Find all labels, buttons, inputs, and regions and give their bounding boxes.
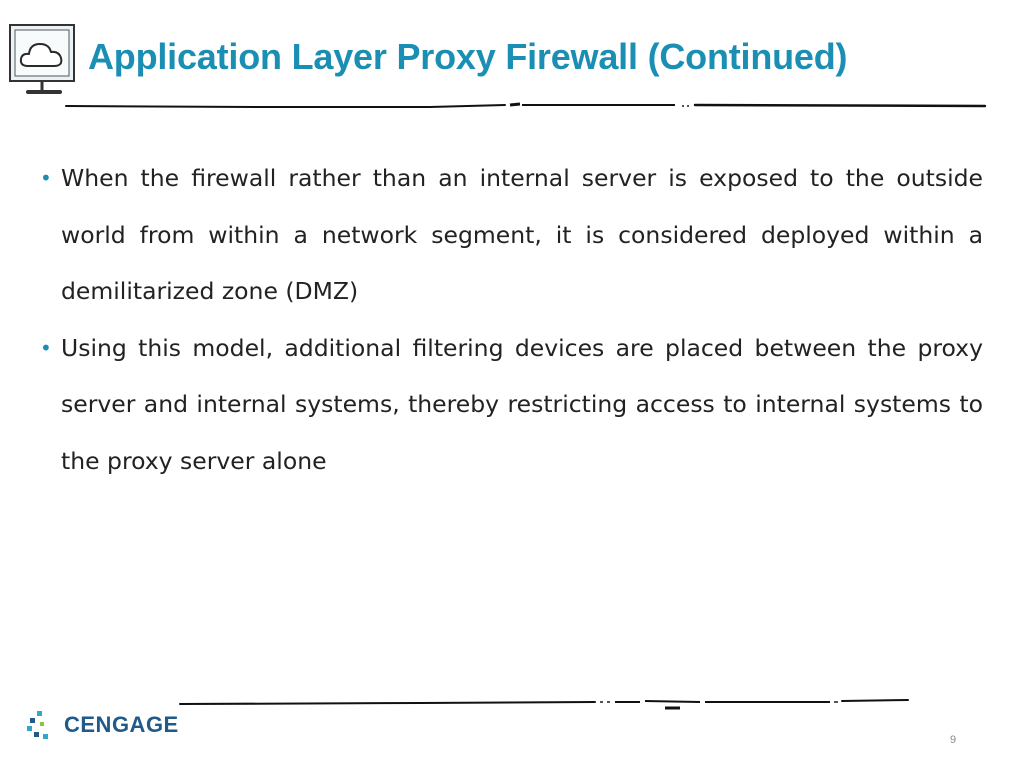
- bullet-item-filtering: • Using this model, additional filtering…: [40, 320, 983, 490]
- bullet-item-dmz: • When the firewall rather than an inter…: [40, 150, 983, 320]
- cengage-logo: CENGAGE: [26, 709, 179, 741]
- title-divider: [65, 102, 987, 108]
- logo-text: CENGAGE: [64, 712, 179, 737]
- slide-title: Application Layer Proxy Firewall (Contin…: [88, 36, 848, 77]
- page-number: 9: [950, 734, 957, 746]
- bullet-text: When the firewall rather than an interna…: [61, 164, 983, 305]
- footer-divider: [179, 699, 909, 710]
- cloud-monitor-icon: [9, 24, 75, 94]
- bullet-icon: •: [40, 335, 52, 360]
- bullet-icon: •: [40, 166, 52, 190]
- cengage-logo-icon: [27, 711, 48, 739]
- bullet-text: Using this model, additional filtering d…: [61, 333, 983, 475]
- slide-body: • When the firewall rather than an inter…: [40, 150, 983, 489]
